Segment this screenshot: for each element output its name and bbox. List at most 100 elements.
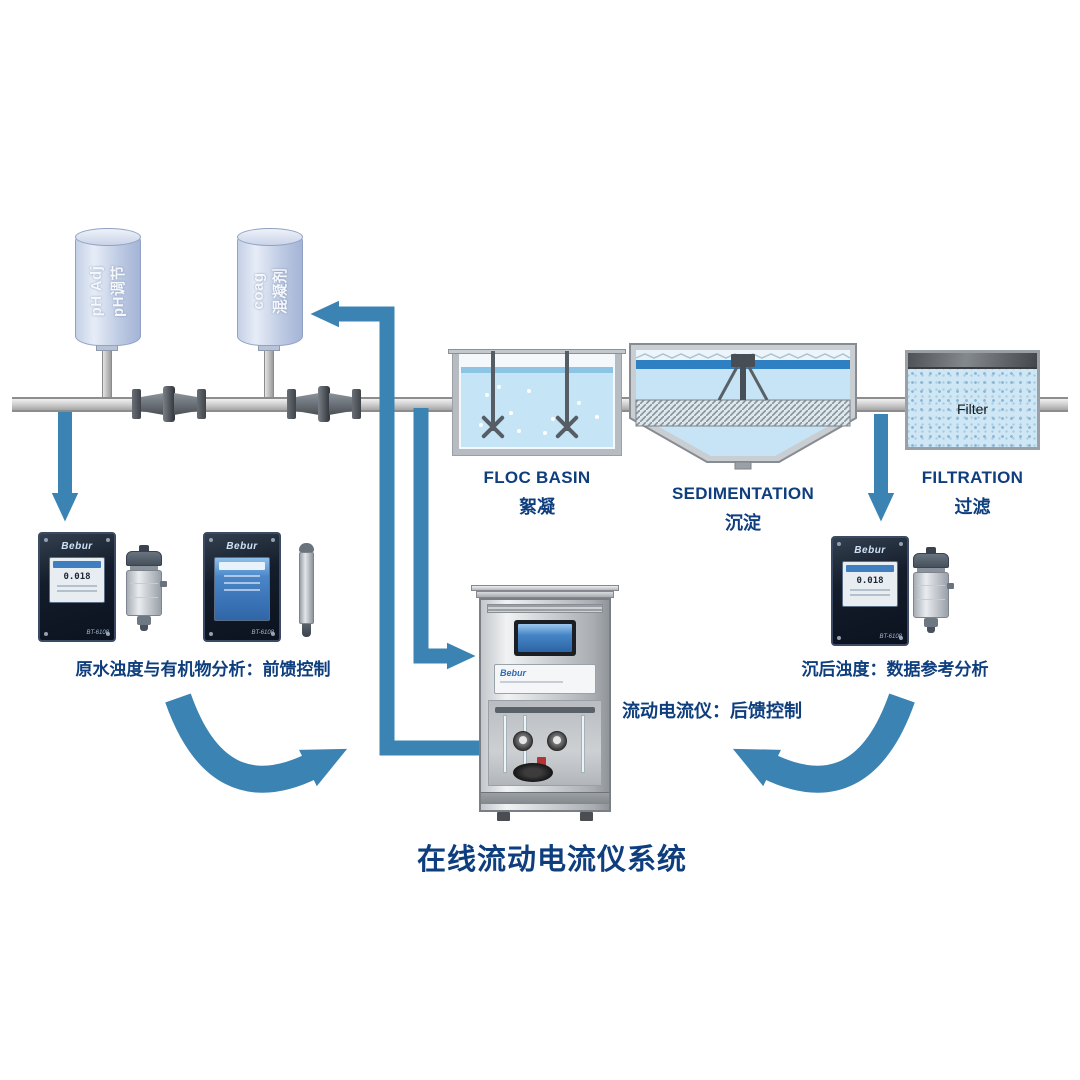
floc-mixer-shaft xyxy=(565,351,569,431)
brand-label: Bebur xyxy=(61,541,93,552)
ph-tank-body xyxy=(75,237,141,346)
valve-hub xyxy=(163,386,175,422)
filt-label-en: FILTRATION xyxy=(921,468,1024,487)
sensor-body xyxy=(126,570,162,616)
sedimentation-tank xyxy=(628,338,858,472)
sensor-body-line xyxy=(130,597,158,598)
screw-icon xyxy=(899,636,903,640)
bubble xyxy=(551,417,555,421)
sensor-cap-nub xyxy=(926,547,936,554)
cabinet-body: Bebur xyxy=(479,598,611,812)
organics-analyzer-left: Bebur BT-6108 xyxy=(203,532,281,642)
peristaltic-pump xyxy=(547,731,567,751)
streaming-current-analyzer-cabinet: Bebur xyxy=(471,585,619,831)
floc-water-surface xyxy=(461,367,613,373)
sensor-collar xyxy=(130,566,158,570)
valve-cone xyxy=(296,393,319,415)
left-analyzer-caption: 原水浊度与有机物分析：前馈控制 xyxy=(75,660,331,679)
page-title: 在线流动电流仪系统 xyxy=(416,844,687,876)
filter-lid xyxy=(908,353,1037,369)
sensor-port xyxy=(160,581,167,587)
screen-reading: 0.018 xyxy=(63,572,91,582)
sed-label-zh: 沉淀 xyxy=(725,513,761,533)
center-analyzer-caption: 流动电流仪：后馈控制 xyxy=(622,701,802,721)
screen-line xyxy=(224,582,260,584)
cabinet-display-screen xyxy=(518,624,572,652)
floc-basin xyxy=(448,349,626,455)
coagulant-tank: coag 混凝剂 xyxy=(237,228,303,346)
screw-icon xyxy=(106,632,110,636)
model-label: BT-6108 xyxy=(86,630,109,636)
screw-icon xyxy=(271,538,275,542)
brand-label: Bebur xyxy=(500,668,527,678)
sensor-fitting xyxy=(137,616,151,625)
sensor-body-line xyxy=(130,583,158,584)
sensor-cap xyxy=(126,551,162,566)
screen-line xyxy=(57,585,97,587)
valve-flange xyxy=(352,389,361,419)
screw-icon xyxy=(44,538,48,542)
screen-line xyxy=(850,589,890,591)
turbidity-sensor-left xyxy=(126,545,167,631)
screen-line xyxy=(224,575,260,577)
cabinet-display xyxy=(514,620,576,656)
sensor-collar xyxy=(917,568,945,572)
analyzer-sample-arrow xyxy=(413,408,476,670)
valve-knob xyxy=(537,757,546,768)
turbidity-sensor-right xyxy=(913,547,954,633)
scraper-shaft xyxy=(740,367,746,400)
floc-basin-vessel xyxy=(453,353,621,455)
bubble xyxy=(479,423,483,427)
controller-screen: 0.018 xyxy=(842,561,898,607)
sensor-cap xyxy=(913,553,949,568)
screen-header xyxy=(53,561,101,568)
sensor-tip xyxy=(140,625,148,631)
bubble xyxy=(577,401,581,405)
peristaltic-pump xyxy=(513,731,533,751)
screen-line xyxy=(850,594,890,596)
brand-label: Bebur xyxy=(854,545,886,556)
probe-tip xyxy=(302,624,311,637)
filt-label-zh: 过滤 xyxy=(954,497,991,517)
turbidity-controller-right: Bebur 0.018 BT-6108 xyxy=(831,536,909,646)
coag-tank-label-en: coag xyxy=(250,272,267,310)
sed-label-en: SEDIMENTATION xyxy=(671,484,815,503)
screen-reading: 0.018 xyxy=(856,576,884,586)
sensor-port xyxy=(947,583,954,589)
filtration-unit: Filter xyxy=(905,350,1040,450)
sludge-drain xyxy=(734,461,752,470)
screen-line xyxy=(57,590,97,592)
sample-tube xyxy=(581,715,585,773)
analyzer-screen xyxy=(214,557,270,621)
bubble xyxy=(595,415,599,419)
controller-screen: 0.018 xyxy=(49,557,105,603)
module-detail-line xyxy=(500,681,563,683)
ph-tank-feed-pipe xyxy=(102,345,112,398)
screw-icon xyxy=(271,632,275,636)
filter-media-label: Filter xyxy=(956,400,989,417)
cable-coil xyxy=(513,763,553,782)
screw-icon xyxy=(44,632,48,636)
screw-icon xyxy=(837,636,841,640)
bubble xyxy=(543,431,547,435)
sed-tank-shell xyxy=(629,343,857,470)
valve-flange xyxy=(287,389,296,419)
tubing-manifold xyxy=(495,707,595,713)
ph-tank-lid xyxy=(75,228,141,246)
screw-icon xyxy=(209,632,213,636)
screen-header xyxy=(219,562,265,570)
cabinet-foot xyxy=(497,812,510,821)
coag-tank-lid xyxy=(237,228,303,246)
bubble xyxy=(517,429,521,433)
ph-tank-label-zh: pH调节 xyxy=(110,265,127,317)
floc-basin-label: FLOC BASIN 絮凝 xyxy=(453,468,621,519)
lamella-plates xyxy=(635,399,851,427)
left-swoosh-arrow xyxy=(165,693,348,793)
bubble xyxy=(485,393,489,397)
floc-label-en: FLOC BASIN xyxy=(483,468,591,487)
probe-body xyxy=(299,552,314,624)
filter-media: Filter xyxy=(908,369,1037,448)
sensor-fitting xyxy=(924,618,938,627)
bubble xyxy=(497,385,501,389)
